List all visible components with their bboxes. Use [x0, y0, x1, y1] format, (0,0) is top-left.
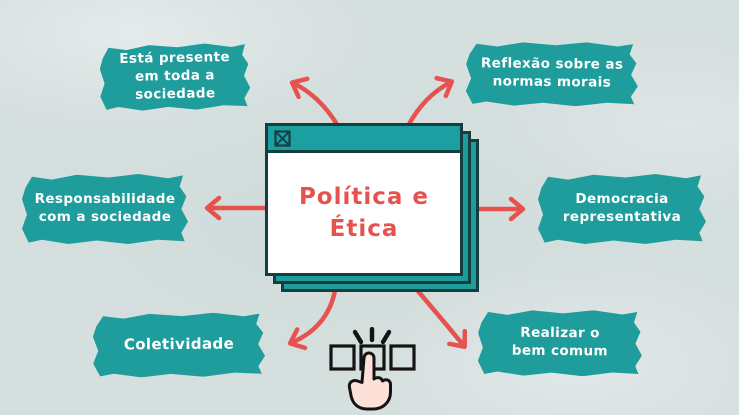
node-label: Reflexão sobre as normas morais [480, 55, 624, 91]
arrow-up-left [289, 76, 341, 129]
node-label: Coletividade [123, 334, 235, 354]
node-bem-comum[interactable]: Realizar o bem comum [478, 309, 643, 376]
center-window: Política e Ética [265, 123, 463, 276]
hand-cursor-icon[interactable] [328, 327, 416, 415]
close-icon[interactable] [274, 129, 291, 147]
center-title: Política e Ética [298, 183, 430, 242]
node-label: Realizar o bem comum [511, 324, 609, 360]
node-label: Democracia representativa [562, 191, 682, 225]
node-coletividade[interactable]: Coletividade [93, 312, 266, 377]
window-titlebar [268, 126, 460, 153]
node-label: Está presente em toda a sociedade [119, 49, 231, 103]
arrow-down-right [409, 281, 468, 350]
arrow-up-right [405, 75, 455, 129]
node-esta-presente[interactable]: Está presente em toda a sociedade [99, 43, 250, 112]
window-body: Política e Ética [268, 153, 460, 273]
click-emphasis-icon [352, 327, 392, 345]
node-label: Responsabilidade com a sociedade [34, 191, 176, 225]
node-reflexao[interactable]: Reflexão sobre as normas morais [466, 41, 639, 107]
node-responsabilidade[interactable]: Responsabilidade com a sociedade [22, 174, 188, 244]
node-democracia[interactable]: Democracia representativa [538, 174, 706, 244]
pointing-hand-icon [347, 351, 392, 411]
